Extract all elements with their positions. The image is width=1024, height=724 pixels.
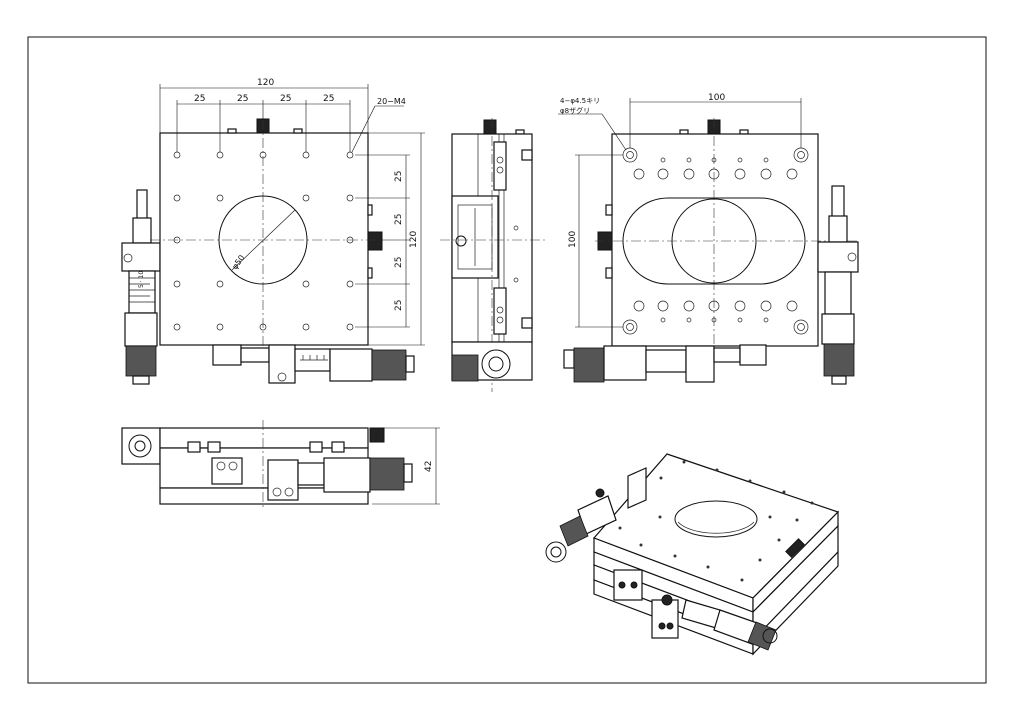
vpitch-label-3: 25 <box>394 257 404 268</box>
overall-width-label: 120 <box>257 78 274 88</box>
hole-callout-line1: 4−φ4.5キリ <box>560 97 600 105</box>
micrometer-scale-label: 5 · 10 <box>138 271 145 288</box>
pitch-label-1: 25 <box>194 94 205 104</box>
top-view-x-micrometer <box>212 344 415 384</box>
tap-callout: 20−M4 <box>377 97 406 106</box>
pitch-label-4: 25 <box>323 94 334 104</box>
bottom-view-table <box>611 133 819 347</box>
bottom-view: 100 100 4−φ4.5キリ φ8ザグリ <box>558 93 860 385</box>
top-view-micrometer: 5 · 10 <box>121 189 161 385</box>
overall-height-label: 120 <box>409 231 419 248</box>
iso-holes <box>618 460 814 582</box>
tap-hole-grid <box>173 151 354 331</box>
hole-callout-line2: φ8ザグリ <box>560 106 590 115</box>
pitch-label-2: 25 <box>237 94 248 104</box>
aperture-circle <box>218 195 308 285</box>
front-view: 42 <box>121 420 440 510</box>
vpitch-label-1: 25 <box>394 171 404 182</box>
vpitch-label-4: 25 <box>394 300 404 311</box>
hole-spacing-h-label: 100 <box>708 93 725 103</box>
top-view: 5 · 10 φ50 <box>121 78 425 385</box>
top-view-table <box>159 132 369 346</box>
vpitch-label-2: 25 <box>394 214 404 225</box>
front-view-base <box>159 487 369 505</box>
pitch-label-3: 25 <box>280 94 291 104</box>
hole-spacing-v-label: 100 <box>568 231 578 248</box>
height-label: 42 <box>424 461 434 472</box>
side-view <box>440 118 545 392</box>
isometric-view <box>545 453 840 656</box>
sheet-border <box>27 36 987 684</box>
